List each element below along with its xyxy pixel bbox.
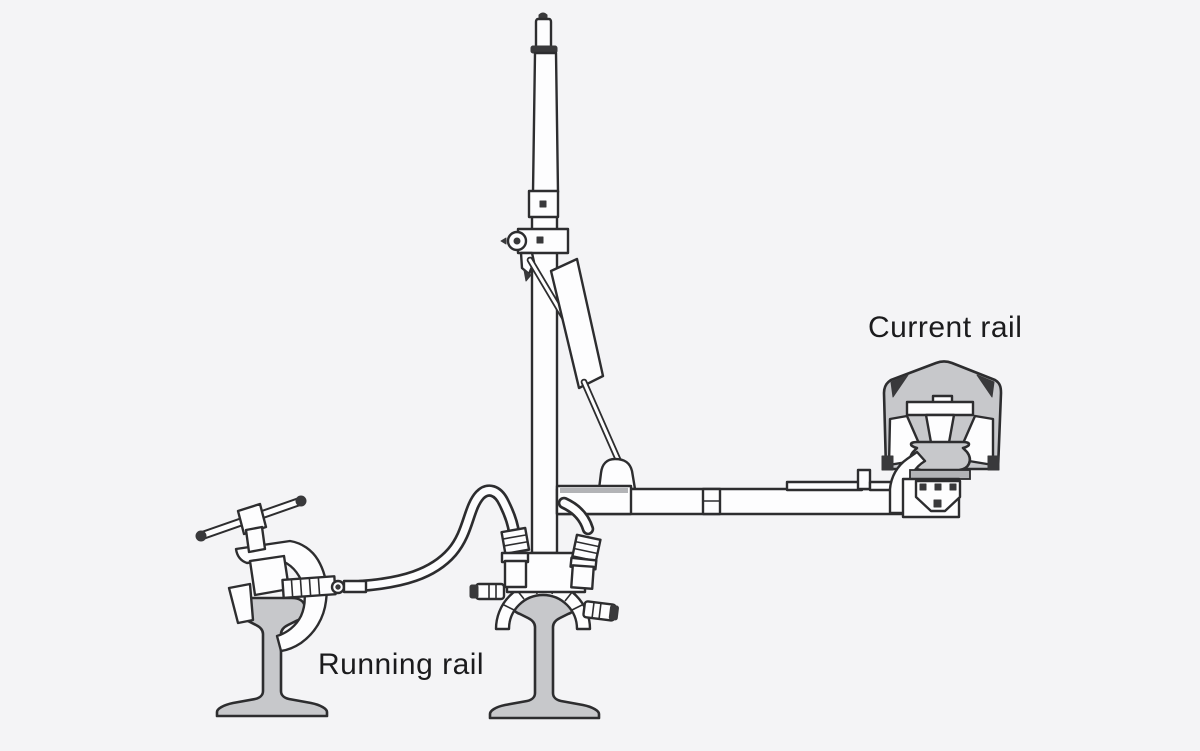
cover-foot-right bbox=[987, 455, 1000, 471]
clamp-latch-tip bbox=[523, 269, 532, 282]
diagonal-strut bbox=[526, 256, 637, 491]
label-running-rail: Running rail bbox=[318, 648, 485, 681]
hose-fitting-right bbox=[571, 533, 602, 563]
current-rail-assembly bbox=[881, 360, 1003, 472]
hose-right bbox=[557, 496, 602, 590]
arm-top-plate bbox=[785, 480, 864, 492]
clamp-knob-center bbox=[513, 237, 521, 245]
strut-mount-dome bbox=[597, 457, 637, 491]
label-current-rail: Current rail bbox=[868, 311, 1023, 344]
hose-left bbox=[353, 484, 531, 593]
cable-fitting bbox=[281, 575, 337, 600]
arm-step-tab bbox=[856, 468, 872, 491]
hose-fitting-left bbox=[500, 526, 531, 556]
shoe-bolt-3 bbox=[949, 483, 957, 491]
tommy-bar-end-right bbox=[295, 495, 307, 507]
shoe-bolt-2 bbox=[934, 483, 942, 491]
clamp-bolt-right bbox=[582, 600, 619, 622]
shoe-bolt-1 bbox=[919, 483, 927, 491]
clamp-bolt-left bbox=[469, 582, 506, 601]
cover-corner-left bbox=[890, 374, 909, 398]
current-rail-foot bbox=[905, 400, 975, 417]
knob-nub bbox=[500, 237, 507, 245]
shoe-bolt-4 bbox=[933, 499, 942, 508]
shoe-bracket bbox=[914, 479, 962, 513]
fitting-stub bbox=[342, 579, 368, 594]
screw-shaft bbox=[244, 525, 267, 554]
mast-tip bbox=[534, 17, 553, 49]
collar-bolt bbox=[539, 200, 547, 208]
c-clamp bbox=[195, 495, 368, 653]
arm-bracket-shade bbox=[560, 488, 628, 493]
clamp-block-bolt bbox=[536, 236, 544, 244]
cover-corner-right bbox=[976, 374, 995, 398]
contact-shoe bbox=[901, 469, 971, 519]
tommy-bar-end-left bbox=[195, 530, 207, 542]
mast-upper-tube bbox=[531, 51, 560, 194]
cover-foot-left bbox=[881, 455, 894, 471]
strut-sleeve bbox=[549, 257, 605, 390]
c-clamp-jaw bbox=[227, 582, 255, 625]
mast-tip-cap bbox=[538, 12, 548, 20]
shoe-plate bbox=[909, 469, 971, 480]
mast bbox=[500, 12, 570, 555]
fitting-body-right bbox=[570, 564, 595, 590]
fitting-body-left bbox=[503, 559, 528, 589]
